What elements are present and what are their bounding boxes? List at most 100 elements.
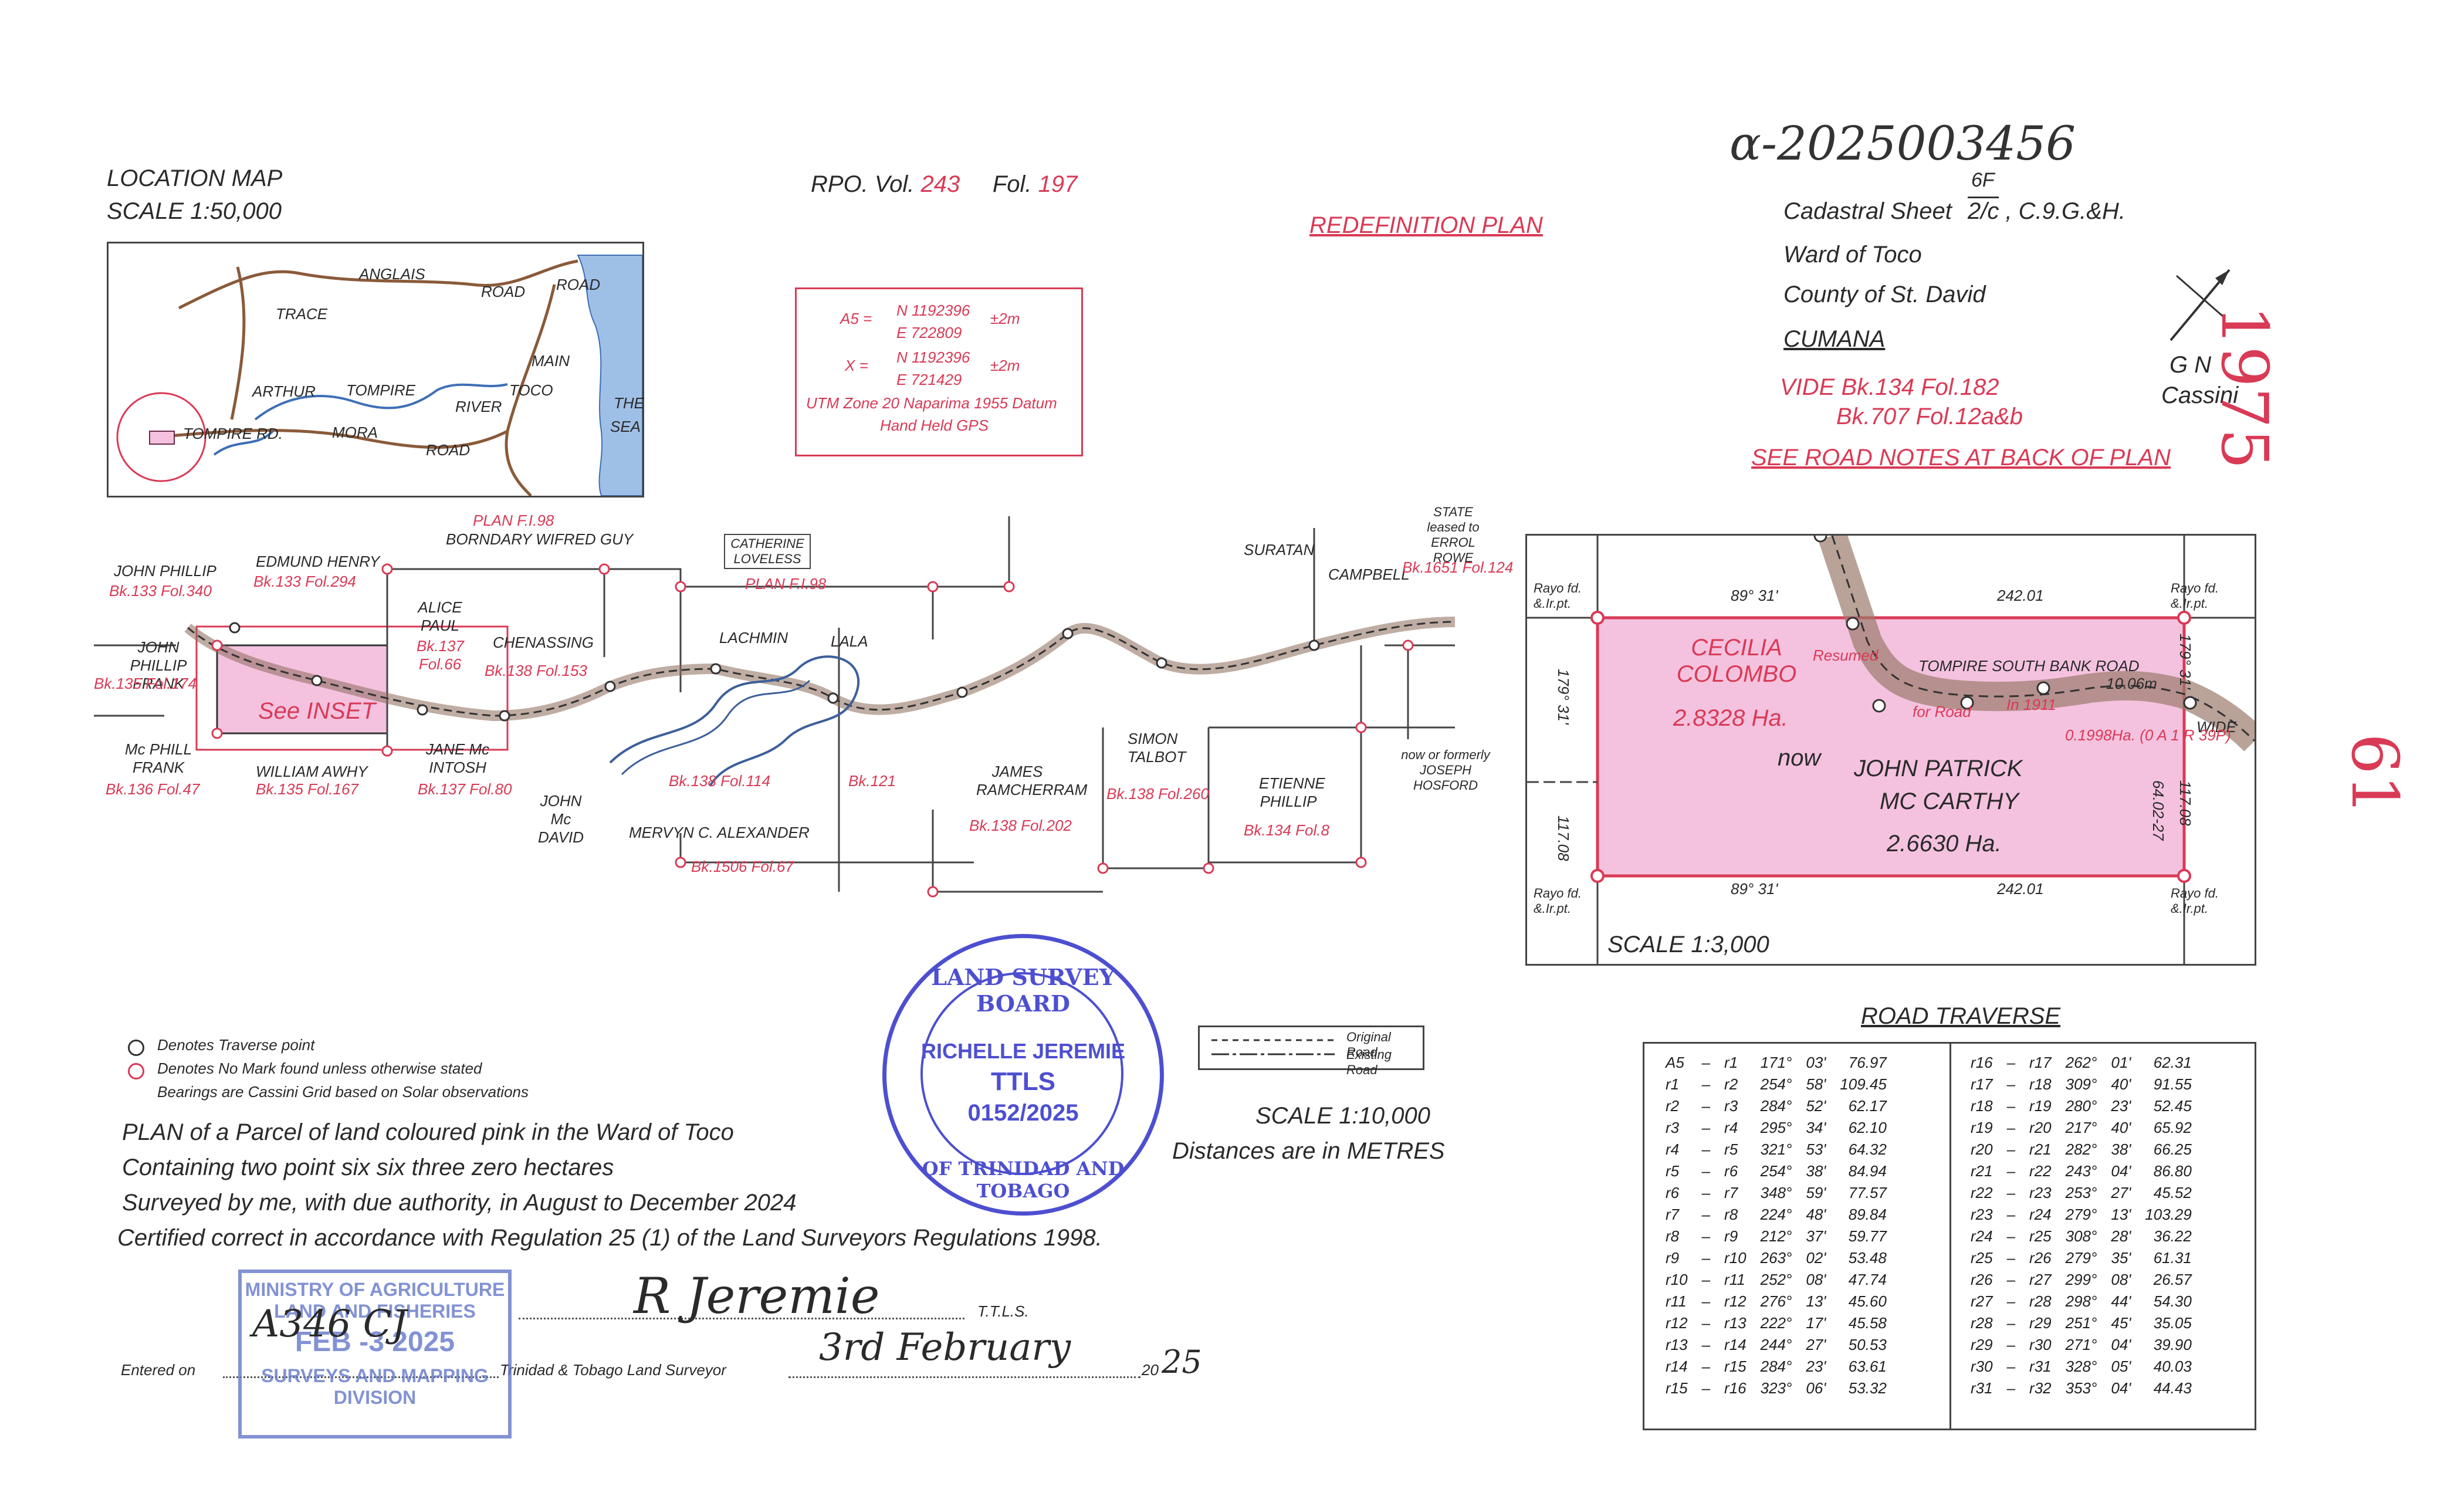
traverse-cell: 353° xyxy=(2065,1379,2097,1397)
traverse-cell: 62.10 xyxy=(1848,1119,1887,1136)
owner-mervyn-alexander-ref: Bk.1506 Fol.67 xyxy=(691,858,794,875)
inset-corner-ne: Rayo fd. &.Ir.pt. xyxy=(2171,581,2219,611)
traverse-cell: 89.84 xyxy=(1848,1206,1887,1223)
traverse-cell: – xyxy=(2006,1054,2016,1071)
traverse-cell: 252° xyxy=(1760,1271,1792,1288)
traverse-cell: 65.92 xyxy=(2153,1119,2192,1136)
owner-catherine-loveless: CATHERINE LOVELESS xyxy=(724,534,811,569)
inset-road-label: TOMPIRE SOUTH BANK ROAD xyxy=(1918,657,2140,675)
owner-etienne-phillip: ETIENNE PHILLIP xyxy=(1259,774,1325,810)
location-map-scale: SCALE 1:50,000 xyxy=(107,198,282,224)
traverse-cell: r17 xyxy=(1971,1075,1993,1093)
traverse-cell: 253° xyxy=(2065,1184,2097,1201)
traverse-cell: 76.97 xyxy=(1848,1054,1887,1071)
traverse-cell: 295° xyxy=(1760,1119,1792,1136)
owner-joseph-hosford: now or formerly JOSEPH HOSFORD xyxy=(1401,747,1490,793)
traverse-cell: r31 xyxy=(1971,1379,1993,1397)
traverse-cell: 44.43 xyxy=(2153,1379,2192,1397)
traverse-cell: r10 xyxy=(1724,1249,1747,1267)
traverse-cell: r20 xyxy=(1971,1140,1993,1158)
traverse-cell: r32 xyxy=(2029,1379,2052,1397)
traverse-cell: 321° xyxy=(1760,1140,1792,1158)
owner-john-mcdavid: JOHN Mc DAVID xyxy=(537,792,584,846)
traverse-cell: 328° xyxy=(2065,1358,2097,1375)
ministry-line-4: SURVEYS AND MAPPING xyxy=(261,1365,489,1386)
inset-for-road: for Road xyxy=(1913,703,1971,720)
traverse-cell: 40' xyxy=(2111,1119,2131,1136)
traverse-cell: A5 xyxy=(1666,1054,1684,1071)
cert-line-3: Surveyed by me, with due authority, in A… xyxy=(122,1190,797,1216)
traverse-cell: 271° xyxy=(2065,1336,2097,1353)
traverse-cell: 244° xyxy=(1760,1336,1792,1353)
stamp-board-top: LAND SURVEY BOARD xyxy=(931,964,1115,1017)
map-label-mora: MORA xyxy=(332,424,378,441)
traverse-cell: 35' xyxy=(2111,1249,2131,1267)
inset-top-distance: 242.01 xyxy=(1997,587,2044,604)
inset-now: now xyxy=(1778,745,1821,771)
traverse-cell: 298° xyxy=(2065,1292,2097,1310)
traverse-cell: 61.31 xyxy=(2153,1249,2192,1267)
coordinates-box xyxy=(795,287,1083,456)
owner-john-phillip-frank-ref: Bk.135 Fol.174 xyxy=(94,675,197,692)
owner-john-phillip: JOHN PHILLIP xyxy=(114,562,216,580)
owner-simon-talbot: SIMON TALBOT xyxy=(1128,730,1186,766)
stamp-surveyor-name: RICHELLE JEREMIE xyxy=(920,1039,1126,1063)
traverse-cell: r24 xyxy=(2029,1206,2052,1223)
traverse-cell: 34' xyxy=(1806,1119,1826,1136)
traverse-cell: – xyxy=(1701,1162,1711,1180)
traverse-cell: – xyxy=(1701,1292,1711,1310)
traverse-cell: 109.45 xyxy=(1840,1075,1887,1093)
traverse-cell: 299° xyxy=(2065,1271,2097,1288)
traverse-cell: 212° xyxy=(1760,1227,1792,1245)
map-label-arthur: ARTHUR xyxy=(252,383,316,400)
traverse-cell: 45' xyxy=(2111,1314,2131,1332)
traverse-cell: 58' xyxy=(1806,1075,1826,1093)
traverse-cell: 27' xyxy=(2111,1184,2131,1201)
traverse-cell: 26.57 xyxy=(2153,1271,2192,1288)
traverse-point-symbol xyxy=(128,1040,144,1056)
legend-bearings: Bearings are Cassini Grid based on Solar… xyxy=(157,1083,529,1101)
owner-mcphill-frank-ref: Bk.136 Fol.47 xyxy=(106,780,200,798)
traverse-cell: 222° xyxy=(1760,1314,1792,1332)
main-plan-drawing xyxy=(94,516,1456,898)
traverse-cell: 40.03 xyxy=(2153,1358,2192,1375)
owner-alice-paul-ref: Bk.137 Fol.66 xyxy=(417,637,464,673)
stamp-title: TTLS xyxy=(991,1067,1055,1096)
traverse-cell: 06' xyxy=(1806,1379,1826,1397)
map-label-road-3: ROAD xyxy=(426,441,471,459)
map-label-the: THE xyxy=(614,394,644,412)
surveyor-signature: R Jeremie xyxy=(634,1267,880,1325)
traverse-cell: r26 xyxy=(2029,1249,2052,1267)
traverse-cell: 37' xyxy=(1806,1227,1826,1245)
inset-right-bearing: 179° 31' xyxy=(2177,634,2194,689)
see-inset-label: See INSET xyxy=(258,698,376,724)
distances-note: Distances are in METRES xyxy=(1172,1138,1445,1164)
traverse-cell: 103.29 xyxy=(2145,1206,2192,1223)
traverse-cell: 262° xyxy=(2065,1054,2097,1071)
surveyor-title: Trinidad & Tobago Land Surveyor xyxy=(500,1361,726,1379)
traverse-cell: r13 xyxy=(1724,1314,1747,1332)
inset-bottom-distance: 242.01 xyxy=(1997,880,2044,898)
traverse-cell: – xyxy=(2006,1336,2016,1353)
inset-scale: SCALE 1:3,000 xyxy=(1607,932,1769,957)
traverse-cell: 348° xyxy=(1760,1184,1792,1201)
legend-no-mark: Denotes No Mark found unless otherwise s… xyxy=(157,1060,482,1077)
owner-edmund-henry: EDMUND HENRY xyxy=(256,553,380,570)
traverse-cell: – xyxy=(2006,1119,2016,1136)
traverse-cell: r1 xyxy=(1666,1075,1680,1093)
traverse-cell: – xyxy=(1701,1336,1711,1353)
traverse-cell: 39.90 xyxy=(2153,1336,2192,1353)
place-name: CUMANA xyxy=(1783,326,1886,352)
date-line xyxy=(788,1376,1140,1378)
traverse-cell: r28 xyxy=(1971,1314,1993,1332)
traverse-cell: r13 xyxy=(1666,1336,1688,1353)
